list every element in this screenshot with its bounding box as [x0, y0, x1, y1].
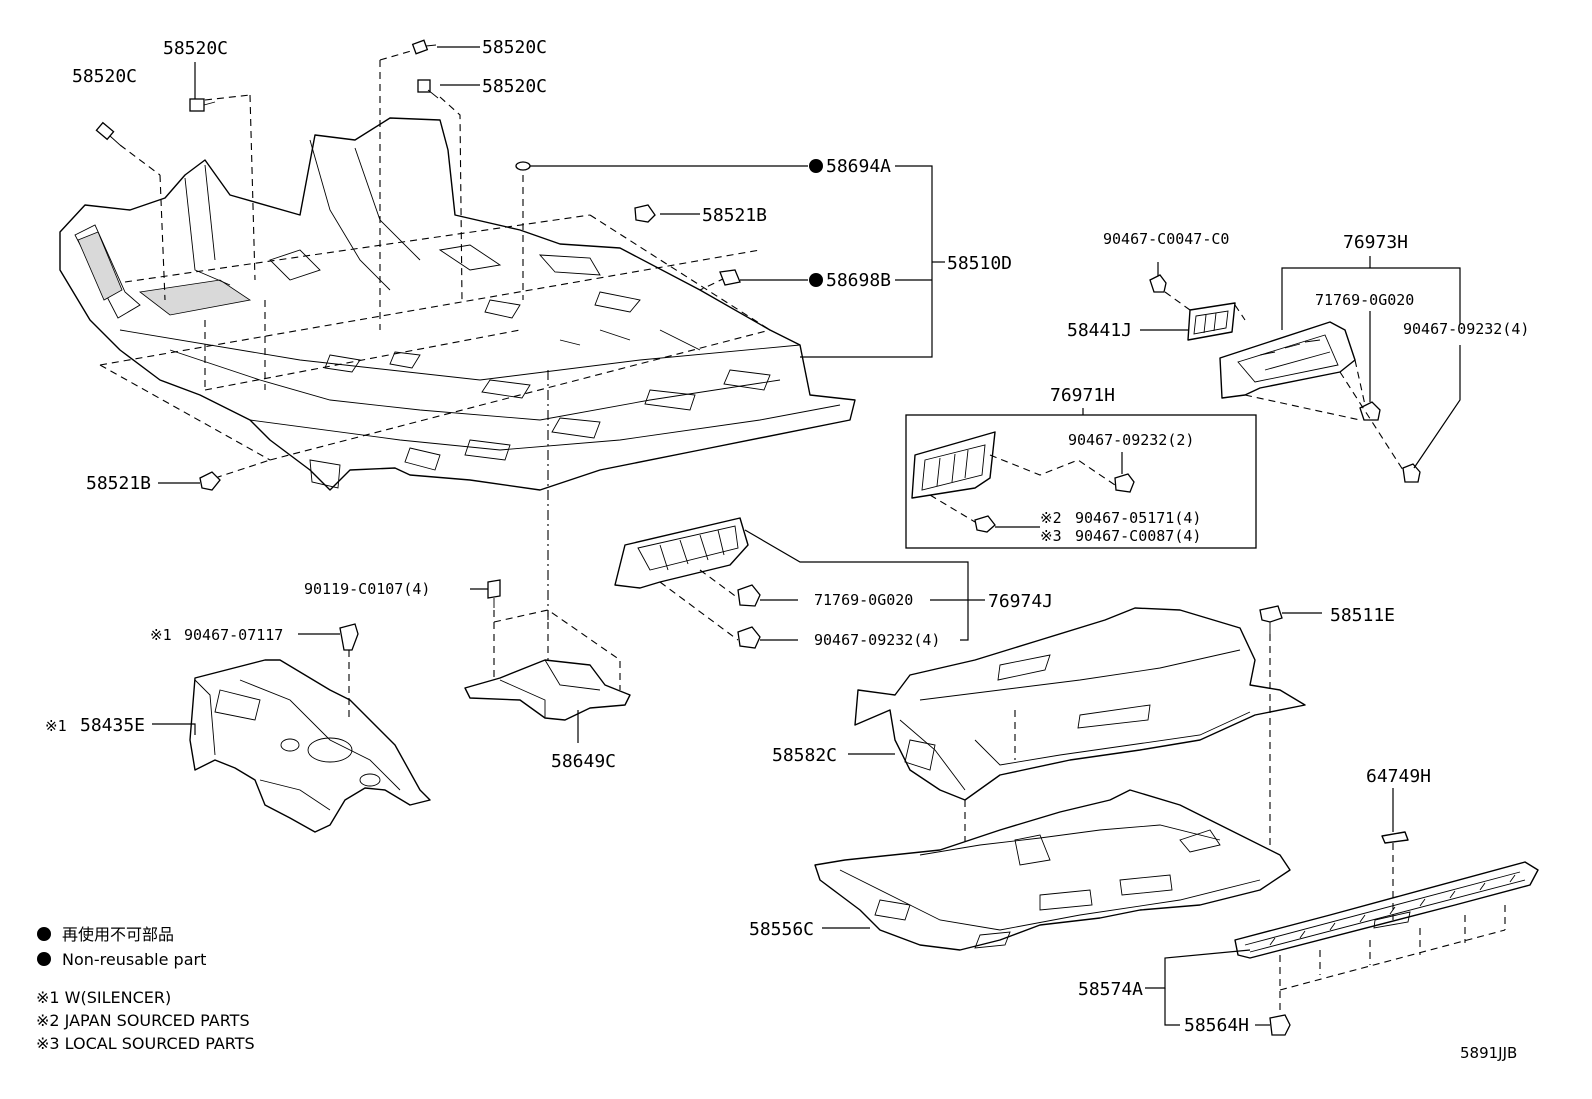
part-label-71769-0G020: 71769-0G020	[1315, 291, 1414, 309]
diagram-code: 5891JJB	[1460, 1044, 1517, 1062]
grommet-icon	[515, 161, 531, 171]
floor-carpet-guides	[99, 46, 771, 620]
part-label-58649C: 58649C	[551, 751, 616, 772]
part-label-58574A: 58574A	[1078, 979, 1143, 1000]
note-marker-3: ※3	[1040, 527, 1062, 545]
part-label-90467-05171-4: 90467-05171(4)	[1075, 509, 1201, 527]
part-label-76973H: 76973H	[1343, 232, 1408, 253]
part-label-58582C: 58582C	[772, 745, 837, 766]
part-labels: 58520C 58520C 58520C 58520C 58694A 58521…	[45, 37, 1529, 1036]
carpet-fasteners	[95, 39, 741, 491]
non-reusable-dot-icon	[809, 159, 823, 173]
part-label-90467-07117: 90467-07117	[184, 626, 283, 644]
part-label-58521B: 58521B	[702, 205, 767, 226]
bolt-icon	[411, 39, 437, 55]
part-label-58521B: 58521B	[86, 473, 151, 494]
panel-58582C-drawing	[848, 605, 1322, 940]
legend-en-text: Non-reusable part	[62, 950, 206, 969]
legend: 再使用不可部品 Non-reusable part ※1 W(SILENCER)…	[36, 925, 255, 1053]
part-label-58556C: 58556C	[749, 919, 814, 940]
legend-jp-text: 再使用不可部品	[62, 925, 174, 944]
sill-58574A-drawing	[1145, 788, 1539, 1036]
part-label-76971H: 76971H	[1050, 385, 1115, 406]
non-reusable-dot-icon	[809, 273, 823, 287]
part-label-58520C: 58520C	[482, 76, 547, 97]
panel-76974J-drawing	[614, 517, 985, 649]
part-label-58520C: 58520C	[72, 66, 137, 87]
bolt-icon	[95, 121, 121, 146]
legend-note-3: ※3 LOCAL SOURCED PARTS	[36, 1034, 255, 1053]
part-label-58698B: 58698B	[826, 270, 891, 291]
note-marker-1: ※1	[45, 717, 67, 735]
part-label-58441J: 58441J	[1067, 320, 1132, 341]
part-label-90467-09232-2: 90467-09232(2)	[1068, 431, 1194, 449]
part-label-58435E: 58435E	[80, 715, 145, 736]
floor-carpet-drawing	[59, 117, 856, 491]
part-label-58564H: 58564H	[1184, 1015, 1249, 1036]
bolt-icon	[417, 79, 439, 99]
clip-icon	[634, 204, 656, 223]
part-label-90467-C0087-4: 90467-C0087(4)	[1075, 527, 1201, 545]
legend-note-2: ※2 JAPAN SOURCED PARTS	[36, 1011, 250, 1030]
part-label-58511E: 58511E	[1330, 605, 1395, 626]
part-label-58510D: 58510D	[947, 253, 1012, 274]
note-marker-1: ※1	[150, 626, 172, 644]
legend-note-1: ※1 W(SILENCER)	[36, 988, 171, 1007]
panel-58556C-drawing	[814, 789, 1291, 951]
part-label-71769-0G020: 71769-0G020	[814, 591, 913, 609]
part-label-58520C: 58520C	[482, 37, 547, 58]
carpet-leaders	[158, 46, 945, 484]
part-label-76974J: 76974J	[988, 591, 1053, 612]
box-76971H	[905, 408, 1257, 549]
bracket-58649C-drawing	[464, 579, 631, 743]
non-reusable-dot-icon	[37, 927, 51, 941]
part-label-90467-09232-4: 90467-09232(4)	[814, 631, 940, 649]
part-label-90467-C0047-C0: 90467-C0047-C0	[1103, 230, 1229, 248]
part-label-64749H: 64749H	[1366, 766, 1431, 787]
silencer-58435E-drawing	[152, 623, 431, 833]
panel-76973H-drawing	[1140, 256, 1461, 483]
clip-icon	[199, 471, 221, 491]
part-label-90119-C0107-4: 90119-C0107(4)	[304, 580, 430, 598]
bolt-icon	[189, 98, 216, 112]
part-label-90467-09232-4: 90467-09232(4)	[1403, 320, 1529, 338]
non-reusable-dot-icon	[37, 952, 51, 966]
clip-icon	[719, 269, 741, 286]
part-label-58694A: 58694A	[826, 156, 891, 177]
part-label-58520C: 58520C	[163, 38, 228, 59]
note-marker-2: ※2	[1040, 509, 1062, 527]
